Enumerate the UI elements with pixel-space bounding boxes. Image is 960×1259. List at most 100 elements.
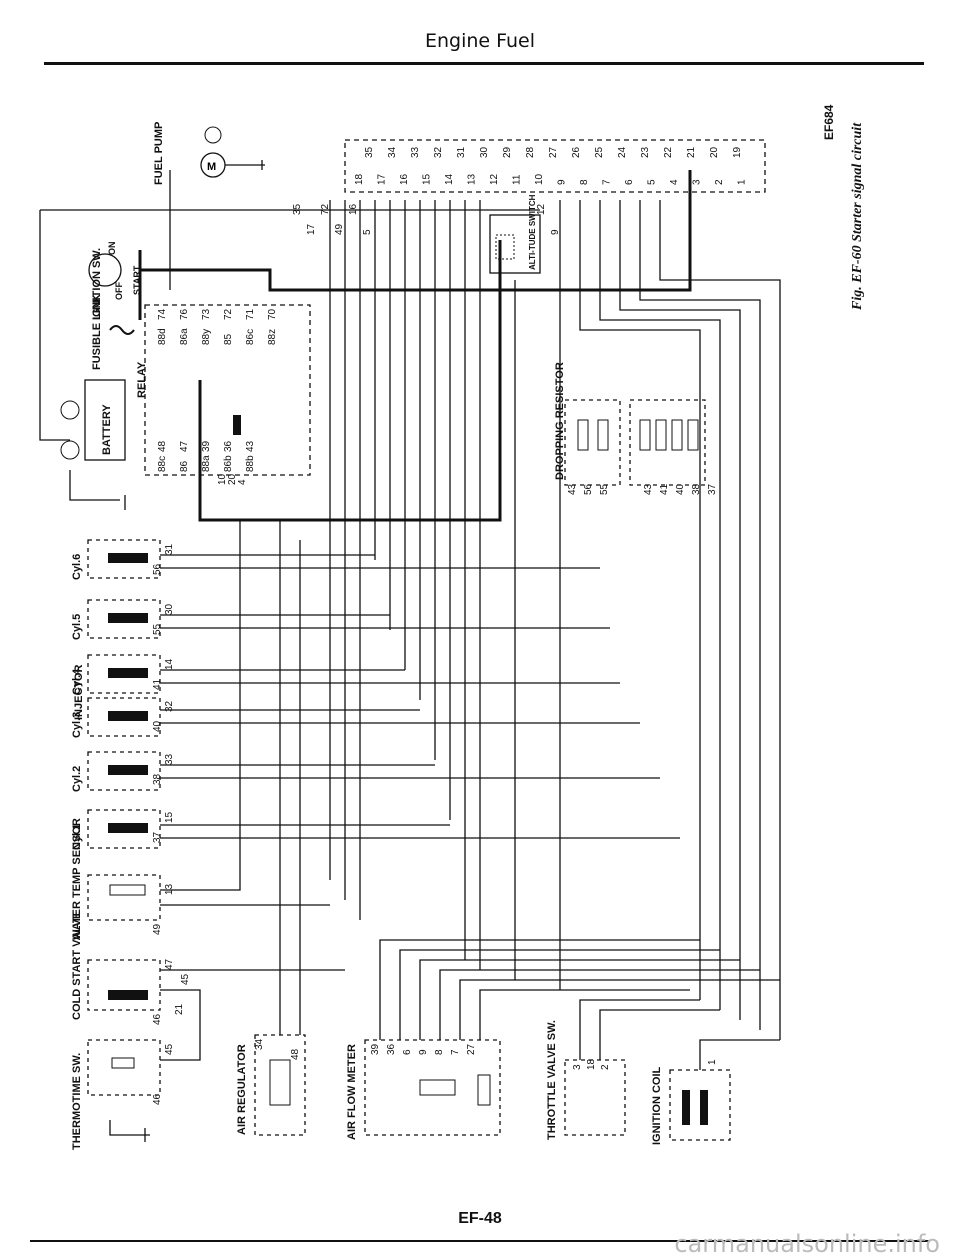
- ignition-switch-icon: [88, 253, 122, 287]
- alti-switch-coil: [495, 234, 515, 260]
- injector-box-cyl3: [87, 697, 161, 737]
- connector-pin-bottom: 18: [354, 173, 365, 185]
- junction-pin: 17: [306, 223, 317, 235]
- battery-positive-terminal: [60, 400, 80, 420]
- relay-pin: 88z: [267, 329, 278, 345]
- wire: [39, 210, 70, 441]
- ign-coil-box: [669, 1069, 731, 1141]
- fuel-pump-gauge-icon: [204, 126, 222, 144]
- water-temp-box: [87, 874, 161, 921]
- page-number: EF-48: [458, 1210, 502, 1227]
- dropping-pin: 43: [567, 483, 578, 495]
- relay-pin: 74: [157, 308, 168, 320]
- connector-pin-bottom: 10: [534, 173, 545, 185]
- component-bodies: [108, 415, 708, 1125]
- junction-pin: 12: [536, 203, 547, 215]
- resistor: [577, 419, 589, 451]
- connector-pin-top: 32: [433, 146, 444, 158]
- air-flow-pin: 9: [418, 1049, 429, 1055]
- relay-extra-pin: 20: [227, 473, 238, 485]
- injector-pin-cyl2: 33: [164, 753, 175, 765]
- label-fuel-pump: FUEL PUMP: [153, 122, 165, 185]
- dropping-pin: 56: [583, 483, 594, 495]
- relay-pin: 70: [267, 308, 278, 320]
- motor-letter: M: [207, 161, 216, 173]
- label-air-regulator: AIR REGULATOR: [236, 1044, 248, 1135]
- dropping-pin: 41: [659, 483, 670, 495]
- label-thermotime: THERMOTIME SW.: [71, 1053, 83, 1150]
- injector-box-cyl2: [87, 751, 161, 791]
- injector-pin-cyl4: 14: [164, 658, 175, 670]
- ign-coil-core-2: [700, 1090, 708, 1125]
- air-flow-pin: 6: [402, 1049, 413, 1055]
- connector-pin-top: 28: [525, 146, 536, 158]
- dropping-pin: 40: [675, 483, 686, 495]
- label-cyl2: Cyl.2: [71, 766, 83, 792]
- cold-start-pin: 46: [152, 1013, 163, 1025]
- dropping-pin: 38: [691, 483, 702, 495]
- air-flow-box: [364, 1039, 501, 1136]
- injector-pin-cyl5: 55: [152, 623, 163, 635]
- connector-pin-bottom: 8: [579, 179, 590, 185]
- label-battery: BATTERY: [101, 404, 113, 455]
- connector-pin-bottom: 4: [669, 179, 680, 185]
- label-cyl1: Cyl.1: [71, 824, 83, 850]
- relay-pin: 88y: [201, 329, 212, 345]
- connector-pin-top: 30: [479, 146, 490, 158]
- connector-pin-bottom: 1: [737, 179, 748, 185]
- resistor: [687, 419, 699, 451]
- dropping-resistor-box-1: [564, 399, 621, 486]
- resistor: [655, 419, 667, 451]
- relay-pin: 47: [179, 440, 190, 452]
- label-fusible-link: FUSIBLE LINK: [91, 294, 103, 370]
- air-flow-pin: 36: [386, 1043, 397, 1055]
- relay-extra-pin: 4: [237, 479, 248, 485]
- label-ignition-sw: IGNITION SW.: [91, 248, 103, 320]
- junction-pin: 35: [292, 203, 303, 215]
- relay-pin: 88b: [245, 455, 256, 472]
- connector-pin-top: 19: [732, 146, 743, 158]
- label-cold-start: COLD START VALVE: [71, 912, 83, 1020]
- cold-start-pin: 21: [174, 1003, 185, 1015]
- connector-pin-top: 20: [709, 146, 720, 158]
- label-dropping-resistor: DROPPING RESISTOR: [554, 362, 566, 480]
- relay-pin: 73: [201, 308, 212, 320]
- connector-pin-bottom: 2: [714, 179, 725, 185]
- injector-body-cyl4: [108, 668, 148, 678]
- relay-box: [144, 304, 311, 476]
- air-flow-pin: 27: [466, 1043, 477, 1055]
- injector-leads: [160, 554, 680, 839]
- air-regulator-pin: 48: [290, 1048, 301, 1060]
- header-rule: [44, 62, 924, 65]
- injector-pin-cyl1: 15: [164, 811, 175, 823]
- junction-pin: 5: [362, 229, 373, 235]
- connector-pin-bottom: 9: [557, 179, 568, 185]
- thermotime-element: [111, 1057, 135, 1069]
- connector-pin-bottom: 13: [467, 173, 478, 185]
- water-temp-element: [109, 884, 146, 896]
- connector-pin-top: 33: [410, 146, 421, 158]
- connector-pin-bottom: 12: [489, 173, 500, 185]
- connector-pin-bottom: 16: [399, 173, 410, 185]
- connector-pin-bottom: 7: [602, 179, 613, 185]
- injector-pin-cyl3: 40: [152, 720, 163, 732]
- thermotime-pin: 46: [152, 1093, 163, 1105]
- connector-pin-bottom: 3: [692, 179, 703, 185]
- air-flow-pin: 8: [434, 1049, 445, 1055]
- injector-body-cyl3: [108, 711, 148, 721]
- label-ign-on: ON: [107, 242, 117, 256]
- injector-pin-cyl3: 32: [164, 700, 175, 712]
- resistor: [597, 419, 609, 451]
- air-flow-resistor: [419, 1079, 456, 1096]
- label-alti-switch: ALTI-TUDE SWITCH: [528, 194, 537, 270]
- thermotime-box: [87, 1039, 161, 1096]
- relay-pin: 86a: [179, 328, 190, 345]
- cold-start-body: [108, 990, 148, 1000]
- dropping-pin: 43: [643, 483, 654, 495]
- water-temp-pin: 13: [164, 883, 175, 895]
- label-cyl6: Cyl.6: [71, 554, 83, 580]
- fuel-pump-motor-icon: [200, 152, 226, 178]
- relay-pin: 71: [245, 308, 256, 320]
- injector-body-cyl6: [108, 553, 148, 563]
- connector-pin-bottom: 15: [422, 173, 433, 185]
